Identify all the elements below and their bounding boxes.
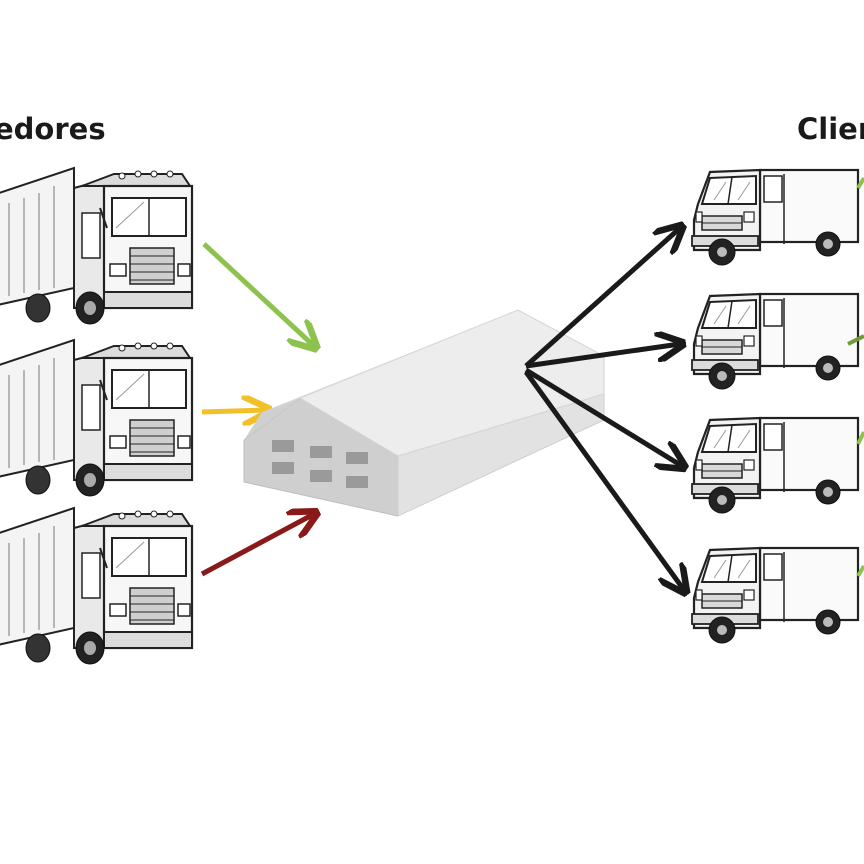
client-van-3 xyxy=(690,416,860,515)
suppliers-label: edores xyxy=(0,112,106,146)
outbound-arrow-4 xyxy=(523,370,684,590)
outbound-arrow-3 xyxy=(524,367,682,466)
inbound-arrow-yellow xyxy=(201,410,266,412)
edge-arrow-4 xyxy=(856,564,864,578)
supplier-truck-3 xyxy=(0,506,194,666)
truck-icon xyxy=(0,506,194,666)
outbound-arrow-1 xyxy=(524,228,680,368)
inbound-arrow-green xyxy=(202,242,314,346)
van-icon xyxy=(690,168,860,267)
van-icon xyxy=(690,416,860,515)
van-icon xyxy=(690,546,860,645)
edge-arrow-2 xyxy=(847,334,864,346)
van-icon xyxy=(690,292,860,391)
client-van-1 xyxy=(690,168,860,267)
client-van-2 xyxy=(690,292,860,391)
edge-arrow-1 xyxy=(856,176,864,190)
outbound-arrow-2 xyxy=(525,344,680,369)
client-van-4 xyxy=(690,546,860,645)
supplier-truck-1 xyxy=(0,166,194,326)
inbound-arrow-red xyxy=(200,514,314,577)
warehouse-icon xyxy=(243,309,605,517)
truck-icon xyxy=(0,166,194,326)
clients-label: Clien xyxy=(797,112,864,146)
edge-arrow-3 xyxy=(856,431,864,445)
supplier-truck-2 xyxy=(0,338,194,498)
truck-icon xyxy=(0,338,194,498)
